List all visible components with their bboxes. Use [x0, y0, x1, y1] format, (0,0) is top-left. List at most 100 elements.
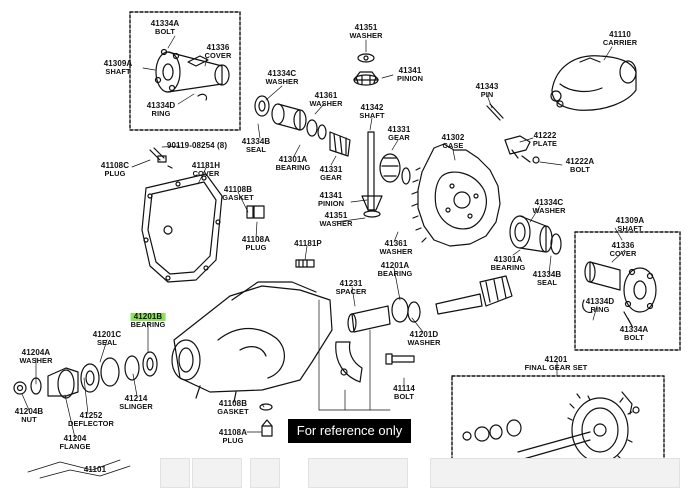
part-number: 41101: [83, 465, 107, 474]
bearing-stack-top: [254, 95, 351, 157]
part-number: 41341: [398, 66, 422, 75]
part-number: 41334A: [150, 19, 180, 28]
yoke-bracket: [335, 341, 363, 383]
part-name: RING: [151, 109, 171, 118]
part-number: 41231: [339, 279, 363, 288]
side-gear-mid: [361, 153, 411, 218]
part-number: 41252: [79, 411, 103, 420]
part-name: SHAFT: [105, 67, 131, 76]
part-number: 41108A: [218, 428, 248, 437]
part-number: 41351: [324, 211, 348, 220]
part-name: GASKET: [222, 193, 254, 202]
part-number: 41181P: [294, 239, 322, 248]
part-number: 41108C: [100, 161, 130, 170]
part-number: 41334C: [534, 198, 564, 207]
part-name: SEAL: [96, 338, 118, 347]
pin-part: [486, 103, 504, 121]
part-name: PINION: [396, 74, 424, 83]
thumbnail-5[interactable]: [430, 458, 680, 488]
part-number: 41204B: [14, 407, 44, 416]
part-number: 41334D: [146, 101, 176, 110]
part-label-41181p[interactable]: 41181P: [294, 240, 322, 248]
part-name: COVER: [204, 51, 232, 60]
part-number: 41222: [533, 131, 557, 140]
part-name: FLANGE: [59, 442, 91, 451]
part-name: PLUG: [245, 243, 267, 252]
part-number: 41334C: [267, 69, 297, 78]
part-name: COVER: [192, 169, 220, 178]
part-number: 41361: [384, 239, 408, 248]
part-number: 41331: [387, 125, 411, 134]
differential-case: [411, 143, 501, 247]
thumbnail-1[interactable]: [160, 458, 190, 488]
thumbnail-2[interactable]: [192, 458, 242, 488]
part-name: GEAR: [320, 173, 342, 182]
part-number: 41343: [475, 82, 499, 91]
part-name: SHAFT: [359, 111, 385, 120]
rear-cover: [141, 147, 265, 283]
part-name: GEAR: [388, 133, 410, 142]
part-name: FINAL GEAR SET: [524, 363, 588, 372]
carrier-assembly: [550, 55, 637, 111]
part-number: 41108A: [241, 235, 271, 244]
part-number: 41181H: [191, 161, 221, 170]
gasket-plug-bottom: [259, 403, 273, 437]
differential-housing: [171, 281, 333, 403]
bolt-41114: [385, 353, 415, 365]
part-label-90119-08254[interactable]: 90119-08254 (8): [167, 142, 227, 150]
part-label-41101[interactable]: 41101: [84, 466, 106, 474]
thumbnail-3[interactable]: [250, 458, 280, 488]
part-name: BOLT: [394, 392, 414, 401]
part-number: 41301A: [493, 255, 523, 264]
part-name: WASHER: [407, 338, 441, 347]
part-name: BOLT: [570, 165, 590, 174]
thumbnail-4[interactable]: [308, 458, 408, 488]
